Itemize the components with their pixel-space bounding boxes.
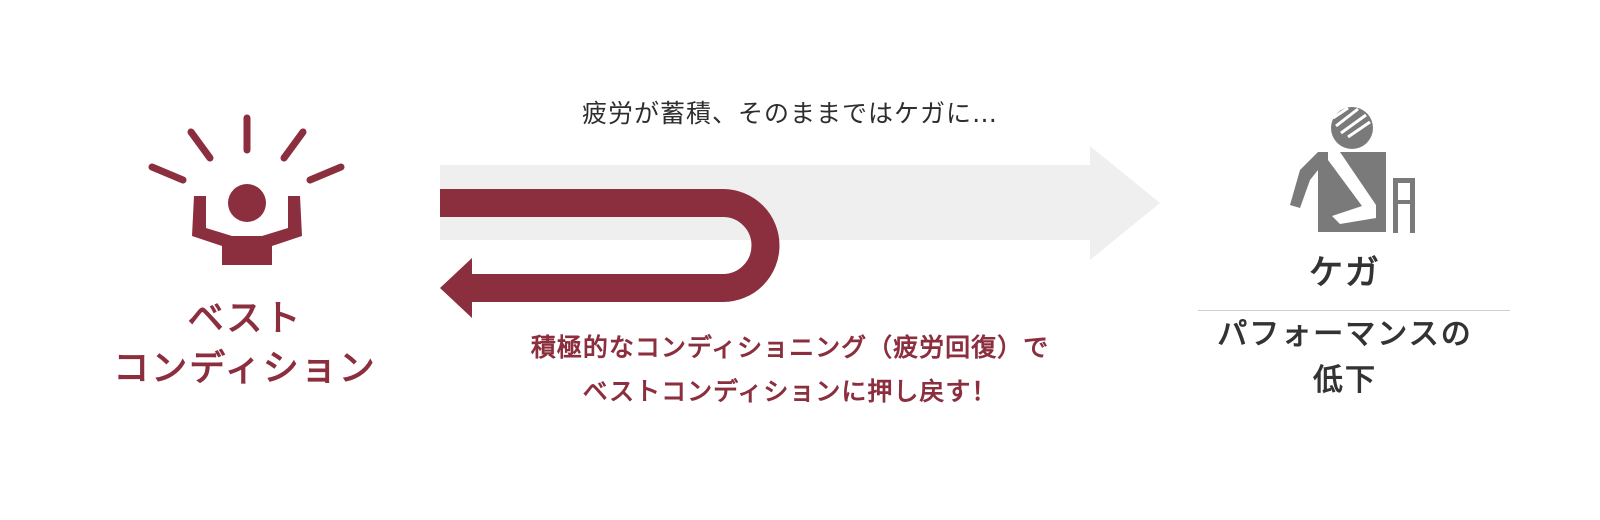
best-condition-label-line2: コンディション	[113, 348, 377, 389]
fatigue-caption: 疲労が蓄積、そのままではケガに…	[581, 99, 998, 128]
return-arrow-body	[440, 189, 780, 302]
performance-decline-label: パフォーマンスの 低下	[1180, 312, 1510, 404]
performance-decline-line2: 低下	[1313, 363, 1377, 398]
best-condition-label-line1: ベスト	[187, 298, 303, 339]
forward-arrow	[440, 146, 1160, 260]
injury-label: ケガ	[1309, 253, 1381, 293]
return-arrowhead	[440, 258, 472, 318]
best-condition-label: ベスト コンディション	[100, 294, 390, 394]
conditioning-caption-line2: ベストコンディションに押し戻す！	[582, 377, 998, 406]
conditioning-caption: 積極的なコンディショニング（疲労回復）で ベストコンディションに押し戻す！	[440, 326, 1140, 414]
divider	[1198, 310, 1510, 311]
performance-decline-line1: パフォーマンスの	[1217, 317, 1473, 352]
conditioning-caption-line1: 積極的なコンディショニング（疲労回復）で	[530, 333, 1050, 362]
